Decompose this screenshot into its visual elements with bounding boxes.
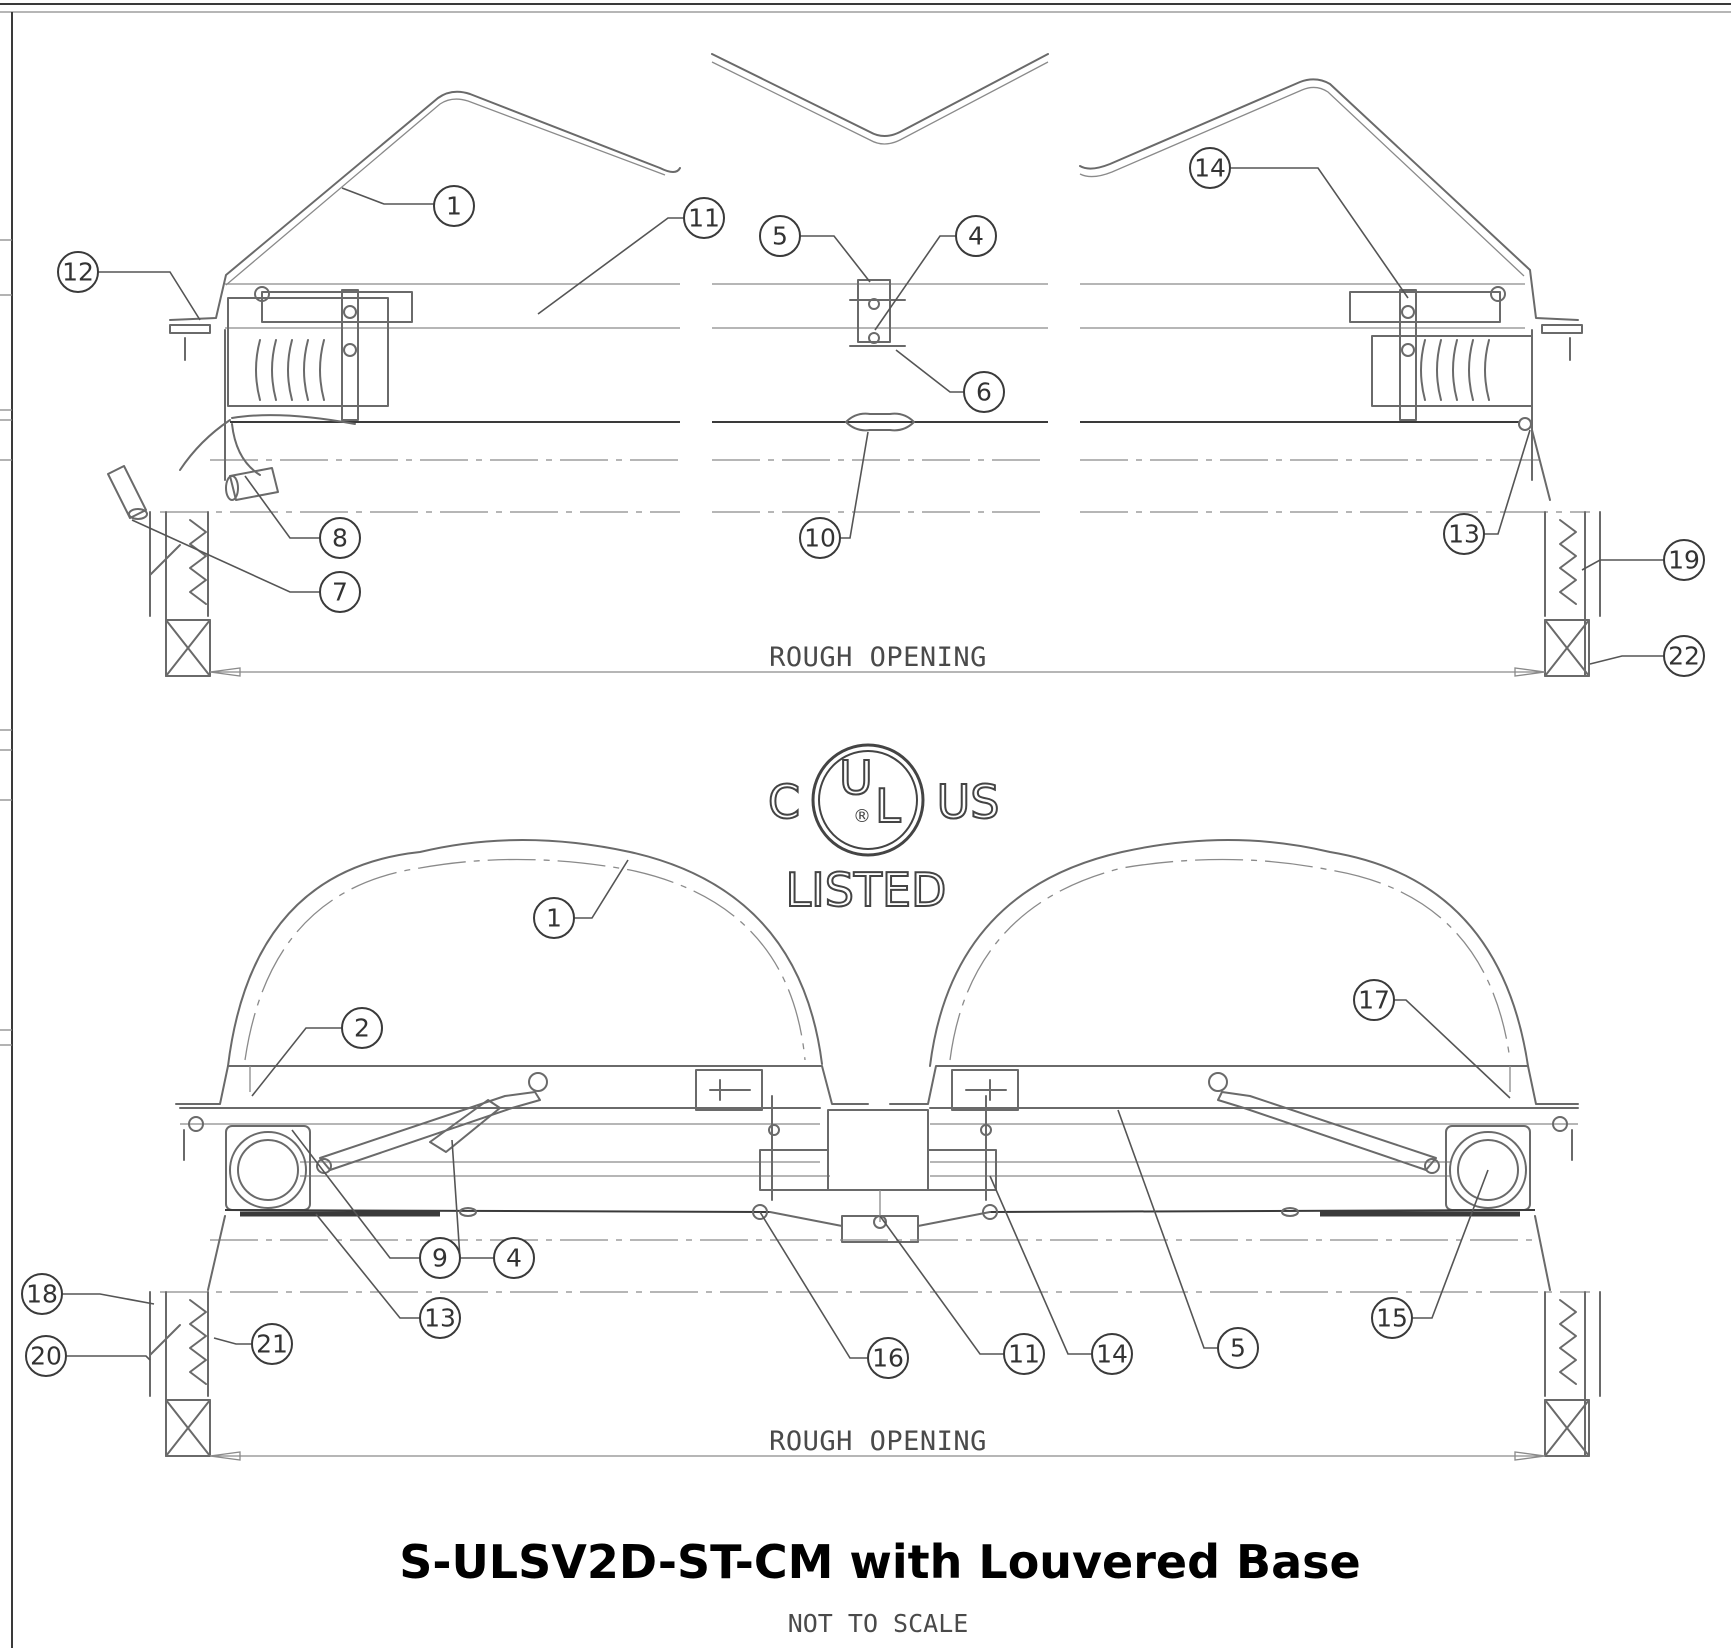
svg-text:13: 13 [424, 1304, 456, 1333]
svg-text:1: 1 [446, 192, 462, 221]
top-cover-right [1079, 78, 1579, 321]
callout-bottom-15: 15 [1371, 1297, 1413, 1339]
bottom-left-operator [183, 1072, 548, 1211]
callout-top-6: 6 [963, 371, 1005, 413]
callout-bottom-16: 16 [867, 1337, 909, 1379]
bottom-right-louvered-base [1544, 1291, 1601, 1457]
ul-letter-l: L [875, 779, 901, 833]
ul-letters-us: US [937, 775, 1000, 829]
callouts-top: 1 11 12 5 4 6 10 8 7 14 13 19 22 [57, 147, 1705, 677]
svg-text:21: 21 [256, 1330, 288, 1359]
callout-top-11: 11 [683, 197, 725, 239]
callout-bottom-11: 11 [1003, 1333, 1045, 1375]
ul-letter-u: U [839, 751, 873, 805]
svg-text:19: 19 [1668, 546, 1700, 575]
fusible-link-weight-left [107, 465, 279, 520]
bottom-rough-opening-dimension: ROUGH OPENING [209, 1426, 1546, 1461]
bottom-dome-left [227, 839, 823, 1067]
svg-text:2: 2 [354, 1014, 370, 1043]
callout-top-10: 10 [799, 517, 841, 559]
callout-bottom-4: 4 [493, 1237, 535, 1279]
drawing-title: S-ULSV2D-ST-CM with Louvered Base [399, 1535, 1361, 1589]
bottom-dome-right [929, 839, 1529, 1067]
callout-bottom-17: 17 [1353, 979, 1395, 1021]
callout-bottom-5: 5 [1217, 1327, 1259, 1369]
callout-top-12: 12 [57, 251, 99, 293]
svg-text:4: 4 [506, 1244, 522, 1273]
svg-text:4: 4 [968, 222, 984, 251]
callout-bottom-21: 21 [251, 1323, 293, 1365]
callout-top-22: 22 [1663, 635, 1705, 677]
svg-text:22: 22 [1668, 642, 1700, 671]
bottom-center-hardware [695, 1069, 1019, 1243]
bottom-rough-opening-label: ROUGH OPENING [769, 1426, 987, 1457]
callout-top-8: 8 [319, 517, 361, 559]
top-right-spring-mechanism [1349, 286, 1583, 501]
callout-top-19: 19 [1663, 539, 1705, 581]
svg-text:11: 11 [688, 204, 720, 233]
top-left-spring-mechanism [169, 286, 413, 481]
svg-text:6: 6 [976, 378, 992, 407]
svg-text:14: 14 [1096, 1340, 1128, 1369]
svg-text:8: 8 [332, 524, 348, 553]
svg-text:17: 17 [1358, 986, 1390, 1015]
callout-leaders [62, 167, 1664, 1361]
svg-text:10: 10 [804, 524, 836, 553]
callout-bottom-1: 1 [533, 897, 575, 939]
svg-text:16: 16 [872, 1344, 904, 1373]
svg-text:15: 15 [1376, 1304, 1408, 1333]
callout-bottom-2: 2 [341, 1007, 383, 1049]
callout-bottom-14: 14 [1091, 1333, 1133, 1375]
callout-top-1: 1 [433, 185, 475, 227]
callout-top-5: 5 [759, 215, 801, 257]
svg-text:14: 14 [1194, 154, 1226, 183]
svg-text:11: 11 [1008, 1340, 1040, 1369]
callout-top-13: 13 [1443, 513, 1485, 555]
callout-top-14: 14 [1189, 147, 1231, 189]
svg-text:7: 7 [332, 578, 348, 607]
svg-text:13: 13 [1448, 520, 1480, 549]
ul-registered-mark: ® [853, 806, 871, 827]
svg-text:1: 1 [546, 904, 562, 933]
svg-text:5: 5 [1230, 1334, 1246, 1363]
top-rough-opening-label: ROUGH OPENING [769, 642, 987, 673]
top-right-louvered-base [1544, 511, 1601, 677]
callout-bottom-9: 9 [419, 1237, 461, 1279]
bottom-right-operator [1208, 1072, 1573, 1211]
callout-top-4: 4 [955, 215, 997, 257]
svg-text:5: 5 [772, 222, 788, 251]
callout-bottom-13: 13 [419, 1297, 461, 1339]
top-section-view: ROUGH OPENING [107, 53, 1601, 677]
callout-top-7: 7 [319, 571, 361, 613]
top-left-louvered-base [149, 511, 211, 677]
ul-listed-mark: C U L ® US LISTED [767, 743, 1000, 918]
ul-letter-c: C [768, 775, 800, 829]
svg-text:18: 18 [26, 1280, 58, 1309]
bottom-release-cable [224, 1204, 1536, 1227]
callouts-bottom: 1 2 9 4 13 18 20 21 16 11 14 5 15 17 [21, 897, 1413, 1379]
sheet-border [0, 3, 1731, 1648]
callout-bottom-18: 18 [21, 1273, 63, 1315]
top-cover-left [169, 90, 681, 321]
top-cover-center [711, 53, 1049, 137]
svg-text:9: 9 [432, 1244, 448, 1273]
bottom-left-louvered-base [149, 1291, 211, 1457]
scale-note: NOT TO SCALE [788, 1609, 969, 1638]
svg-text:20: 20 [30, 1342, 62, 1371]
svg-text:12: 12 [62, 258, 94, 287]
callout-bottom-20: 20 [25, 1335, 67, 1377]
top-rough-opening-dimension: ROUGH OPENING [209, 642, 1546, 677]
ul-listed-word: LISTED [786, 863, 947, 917]
